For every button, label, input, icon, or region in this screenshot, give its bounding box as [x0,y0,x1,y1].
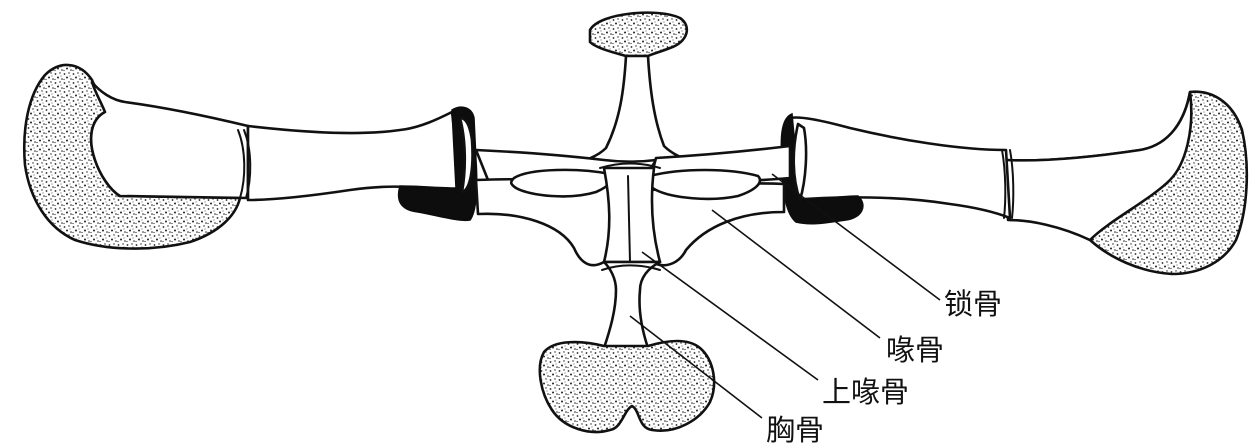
sternum-stalk [604,262,660,348]
right-fenestra [648,170,760,199]
xiphisternum [540,341,714,432]
episternum-stalk [568,56,700,166]
coracoid-leader [712,210,880,338]
sternum-label: 胸骨 [766,413,824,447]
coracoid-label: 喙骨 [886,333,944,367]
left-fenestra [511,170,612,196]
left-scapula [91,82,248,198]
episternum-cap [590,13,687,56]
procoracoid-label: 上喙骨 [822,375,909,409]
procoracoid-bar [604,168,660,262]
clavicle-label: 锁骨 [944,287,1002,321]
